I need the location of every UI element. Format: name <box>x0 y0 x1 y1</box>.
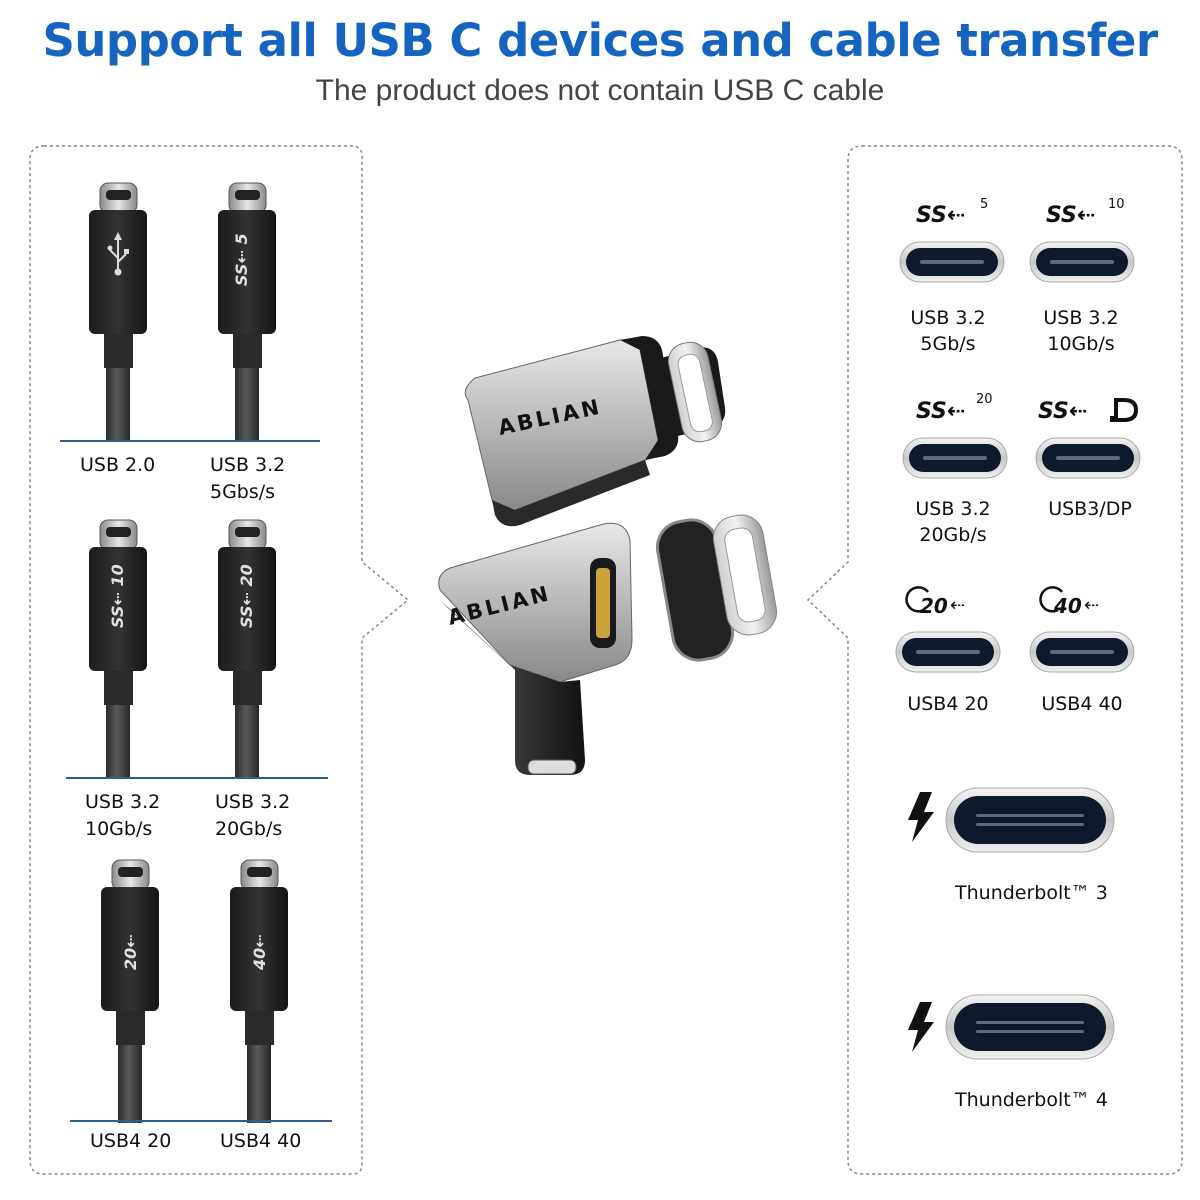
cable-label-usb2: USB 2.0 <box>80 454 156 476</box>
cable-usb4-20: 20⇠ <box>101 859 159 1123</box>
cable-label-usb4-20: USB4 20 <box>90 1130 172 1152</box>
thunderbolt-icon <box>908 792 934 842</box>
port-label-thunderbolt-3: Thunderbolt™ 3 <box>955 882 1108 904</box>
cable-label-usb4-40: USB4 40 <box>220 1130 302 1152</box>
port-thunderbolt-4 <box>945 994 1115 1060</box>
port-label-usb4-20: USB4 20 <box>907 693 989 715</box>
svg-text:⇠: ⇠ <box>1084 595 1099 616</box>
svg-text:20: 20 <box>920 594 948 618</box>
port-label-usb32-5: USB 3.2 5Gb/s <box>910 307 986 355</box>
usb-trident-icon <box>107 232 129 276</box>
displayport-icon <box>1110 398 1139 422</box>
svg-text:10: 10 <box>1108 197 1125 212</box>
cable-illustrations: SS⇠ 5 SS⇠ 10 SS⇠ 20 20⇠ 40⇠ <box>89 182 288 1123</box>
port-label-thunderbolt-4: Thunderbolt™ 4 <box>955 1089 1108 1111</box>
port-usb3-dp <box>1035 437 1141 479</box>
svg-text:40: 40 <box>1053 594 1082 618</box>
ss-displayport-icon: SS⇠ <box>1038 399 1087 424</box>
page-subtitle: The product does not contain USB C cable <box>315 74 885 107</box>
left-panel-frame <box>29 145 410 1175</box>
port-label-usb32-20: USB 3.2 20Gb/s <box>915 498 991 546</box>
cable-usb32-20: SS⇠ 20 <box>218 519 276 779</box>
cable-label-usb32-10: USB 3.2 10Gb/s <box>85 791 161 840</box>
port-usb4-20 <box>895 631 1001 673</box>
svg-text:5: 5 <box>980 197 988 212</box>
svg-text:⇠: ⇠ <box>950 595 965 616</box>
port-label-usb32-10: USB 3.2 10Gb/s <box>1043 307 1119 355</box>
port-label-usb3-dp: USB3/DP <box>1048 498 1132 520</box>
port-usb32-5 <box>899 241 1005 283</box>
usb4-40-icon: 40⇠ <box>250 934 269 971</box>
port-illustrations: SS⇠ 5 SS⇠ 10 SS⇠ 20 SS⇠ 20 ⇠ 40 ⇠ <box>895 197 1141 1060</box>
ss-10-icon: SS⇠ <box>1046 203 1095 228</box>
port-label-usb4-40: USB4 40 <box>1041 693 1123 715</box>
adapter-product-image: ABLIAN ABLIAN <box>438 336 778 775</box>
cable-usb32-10: SS⇠ 10 <box>89 519 147 779</box>
cable-usb4-40: 40⇠ <box>230 859 288 1123</box>
port-thunderbolt-3 <box>945 787 1115 853</box>
ss-20-icon: SS⇠ <box>916 399 965 424</box>
straight-adapter: ABLIAN <box>464 336 726 527</box>
divider-row-2 <box>66 777 328 779</box>
port-usb4-40 <box>1029 631 1135 673</box>
angled-adapter: ABLIAN <box>438 514 778 775</box>
page-title: Support all USB C devices and cable tran… <box>42 14 1158 67</box>
port-usb32-10 <box>1029 241 1135 283</box>
usb4-20-icon: 20⇠ <box>121 934 140 970</box>
port-usb32-20 <box>902 437 1008 479</box>
svg-text:20: 20 <box>976 392 993 407</box>
usb4-40-icon: 40 ⇠ <box>1039 586 1099 618</box>
cable-label-usb32-20: USB 3.2 20Gb/s <box>215 791 291 840</box>
thunderbolt-icon-2 <box>908 1002 934 1052</box>
ss-20-icon: SS⇠ 20 <box>237 564 256 628</box>
usb4-20-icon: 20 ⇠ <box>905 586 965 618</box>
ss-5-icon: SS⇠ <box>916 203 965 228</box>
right-panel-frame <box>806 145 1183 1175</box>
cable-usb32-5: SS⇠ 5 <box>218 182 276 442</box>
cable-usb2 <box>89 182 147 442</box>
divider-row-1 <box>60 440 320 442</box>
cable-label-usb32-5: USB 3.2 5Gbs/s <box>210 454 286 503</box>
divider-row-3 <box>70 1120 332 1122</box>
ss-5-icon: SS⇠ 5 <box>232 233 251 286</box>
ss-10-icon: SS⇠ 10 <box>108 564 127 628</box>
